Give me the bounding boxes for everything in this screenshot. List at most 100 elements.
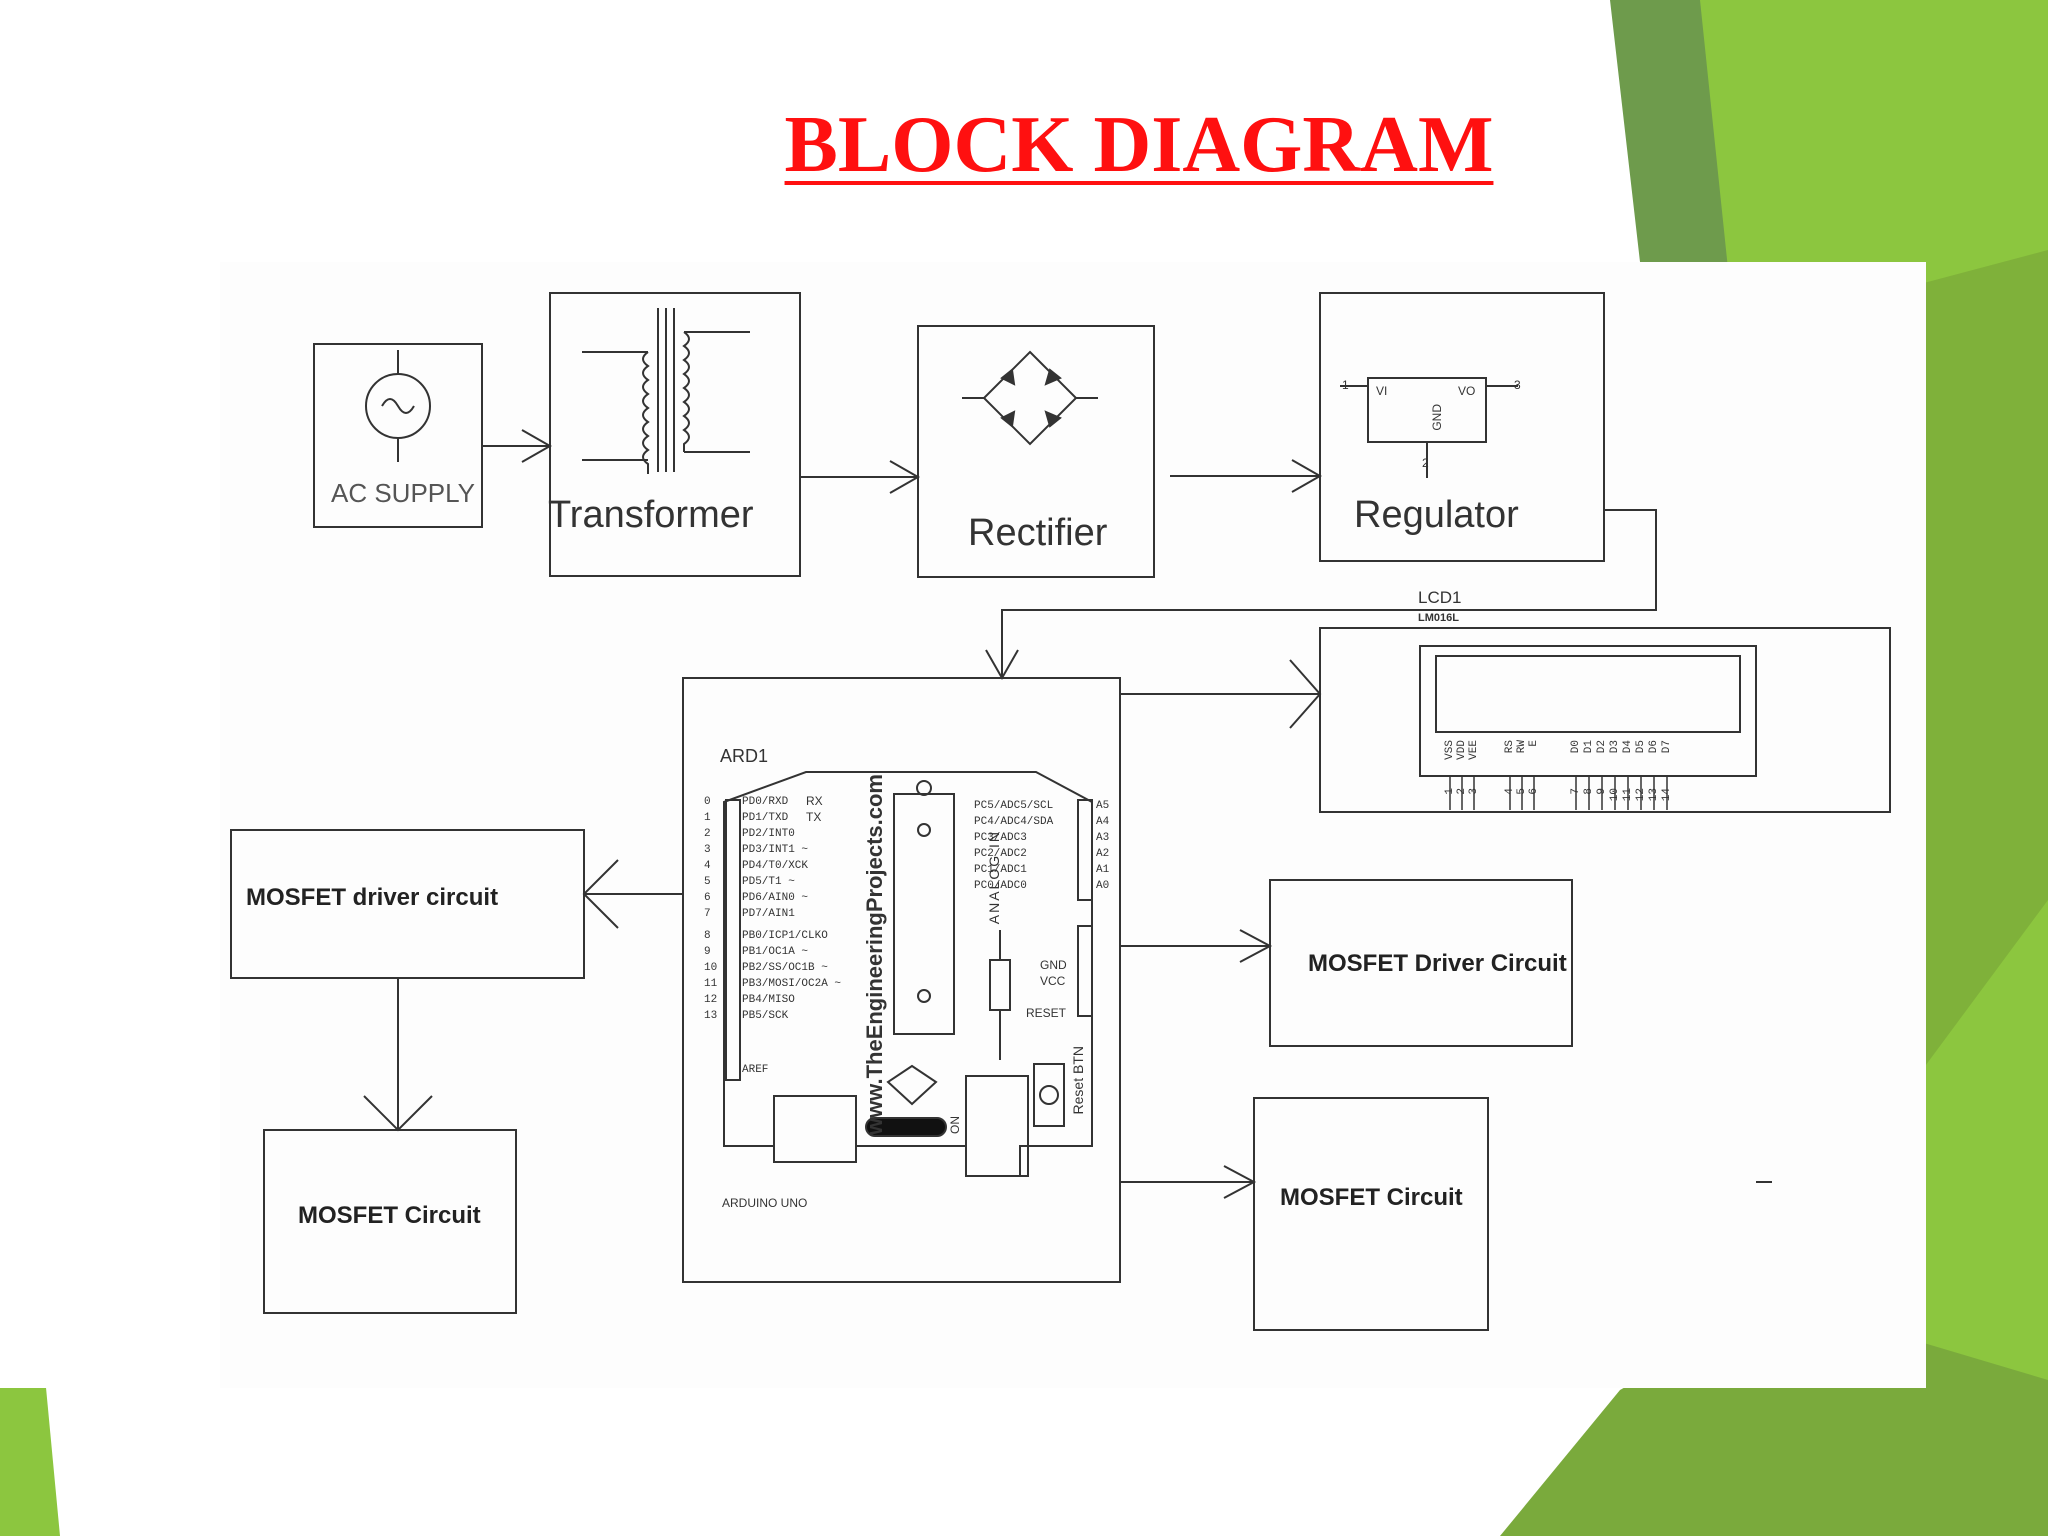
lcd-pin-number: 13 xyxy=(1648,788,1660,802)
arduino-reset: RESET xyxy=(1026,1006,1067,1020)
lcd-pin-name: D5 xyxy=(1635,740,1647,754)
arduino-digital-pin-label: PD6/AIN0 ~ xyxy=(742,892,809,904)
arduino-digital-pin-number: 9 xyxy=(704,946,711,958)
lcd-pin-number: 12 xyxy=(1635,788,1647,802)
rectifier-label: Rectifier xyxy=(968,512,1108,554)
arrow-arduino-to-left-driver xyxy=(582,859,683,929)
arduino-digital-pin-number: 13 xyxy=(704,1010,718,1022)
atmega-chip xyxy=(893,793,955,1035)
rectifier-box xyxy=(917,325,1155,578)
mosfet-circuit-right-box xyxy=(1253,1097,1489,1331)
transformer-box xyxy=(549,292,801,577)
lcd-pin-number: 14 xyxy=(1661,788,1673,802)
lcd-pin-number: 3 xyxy=(1468,788,1480,795)
arduino-analog-pin-label: PC1/ADC1 xyxy=(974,864,1027,876)
arduino-website: www.TheEngineeringProjects.com xyxy=(862,774,887,1136)
bridge-rectifier-icon xyxy=(962,350,1098,446)
arduino-reset-btn: Reset BTN xyxy=(1070,1046,1086,1115)
mosfet-driver-right-label: MOSFET Driver Circuit xyxy=(1308,950,1567,977)
arduino-analog-pin-number: A5 xyxy=(1096,800,1110,812)
arduino-analog-pin-label: PC0/ADC0 xyxy=(974,880,1027,892)
arrow-arduino-to-lcd xyxy=(1120,659,1322,729)
crystal xyxy=(989,959,1011,1011)
mosfet-circuit-left-box xyxy=(263,1129,517,1314)
transformer-label: Transformer xyxy=(548,494,754,536)
arduino-digital-pin-label: PD2/INT0 xyxy=(742,828,795,840)
digital-header xyxy=(725,799,741,1081)
lcd-pin-number: 5 xyxy=(1516,788,1528,795)
arduino-box xyxy=(682,677,1121,1283)
arrow-transformer-to-rectifier xyxy=(800,460,921,494)
arduino-analog-in: ANALOG IN xyxy=(986,830,1002,925)
lcd-pin-number: 11 xyxy=(1622,788,1634,802)
lcd-pin-number: 2 xyxy=(1456,788,1468,795)
mosfet-driver-right-box xyxy=(1269,879,1573,1047)
lcd-pin-number: 6 xyxy=(1528,788,1540,795)
mosfet-circuit-right-label: MOSFET Circuit xyxy=(1280,1184,1463,1211)
reset-button xyxy=(1033,1063,1065,1127)
power-jack xyxy=(965,1075,1029,1177)
arduino-digital-pin-number: 11 xyxy=(704,978,718,990)
lcd-pin-name: D0 xyxy=(1570,740,1582,754)
ac-supply-label: AC SUPPLY xyxy=(331,478,476,508)
lcd-pin-name: RS xyxy=(1504,740,1516,754)
arduino-digital-pin-number: 6 xyxy=(704,892,711,904)
arduino-digital-pin-number: 8 xyxy=(704,930,711,942)
regulator-label: Regulator xyxy=(1354,494,1519,536)
slide-title: BLOCK DIAGRAM xyxy=(784,101,1494,189)
arduino-digital-pin-number: 4 xyxy=(704,860,711,872)
arduino-digital-pin-label: AREF xyxy=(742,1064,769,1076)
arduino-digital-pin-label: PB5/SCK xyxy=(742,1010,789,1022)
arduino-digital-pin-number: 0 xyxy=(704,796,711,808)
arduino-tx: TX xyxy=(806,810,822,824)
arduino-gnd: GND xyxy=(1040,958,1067,972)
arduino-analog-pin-number: A2 xyxy=(1096,848,1110,860)
mosfet-circuit-left-label: MOSFET Circuit xyxy=(298,1202,481,1229)
usb-connector xyxy=(773,1095,857,1163)
lcd-pin-name: D1 xyxy=(1583,740,1595,754)
arduino-digital-pin-number: 1 xyxy=(704,812,711,824)
arrow-rectifier-to-regulator xyxy=(1170,459,1323,493)
lcd-name: LCD1 xyxy=(1418,588,1462,607)
arrow-arduino-to-right-mosfet xyxy=(1120,1165,1257,1199)
arduino-digital-pin-label: PB0/ICP1/CLKO xyxy=(742,930,828,942)
arrow-arduino-to-right-driver xyxy=(1120,929,1273,963)
arduino-vcc: VCC xyxy=(1040,974,1066,988)
arduino-analog-pin-label: PC2/ADC2 xyxy=(974,848,1027,860)
arduino-analog-pin-number: A1 xyxy=(1096,864,1110,876)
lcd-pin-number: 8 xyxy=(1583,788,1595,795)
arduino-digital-pin-label: PB2/SS/OC1B ~ xyxy=(742,962,828,974)
lcd-pin-name: VEE xyxy=(1468,740,1480,760)
lcd-model: LM016L xyxy=(1418,612,1459,624)
arduino-digital-pin-label: PD5/T1 ~ xyxy=(742,876,795,888)
lcd-pin-name: D7 xyxy=(1661,740,1673,754)
lcd-pin-number: 4 xyxy=(1504,788,1516,795)
arrow-ac-to-transformer xyxy=(482,429,553,463)
lcd-pin-number: 7 xyxy=(1570,788,1582,795)
transformer-icon xyxy=(582,308,750,474)
arduino-digital-pin-number: 12 xyxy=(704,994,718,1006)
arduino-board-label: ARDUINO UNO xyxy=(722,1196,808,1210)
arduino-digital-pin-label: PB1/OC1A ~ xyxy=(742,946,809,958)
arduino-analog-pin-label: PC3/ADC3 xyxy=(974,832,1027,844)
ac-supply-box xyxy=(313,343,483,528)
lcd-pin-name: E xyxy=(1528,740,1540,747)
lcd-pin-number: 10 xyxy=(1609,788,1621,802)
lcd-pin-name: D4 xyxy=(1622,740,1634,754)
lcd-pin-number: 1 xyxy=(1444,788,1456,795)
regulator-pin1: 1 xyxy=(1342,378,1349,392)
arduino-digital-pin-number: 7 xyxy=(704,908,711,920)
regulator-pin3: 3 xyxy=(1514,378,1521,392)
arrow-left-driver-to-mosfet xyxy=(363,978,433,1132)
lcd-pin-name: D6 xyxy=(1648,740,1660,754)
arduino-digital-pin-label: PB4/MISO xyxy=(742,994,795,1006)
lcd-pin-name: RW xyxy=(1516,740,1528,754)
mosfet-driver-left-box xyxy=(230,829,585,979)
regulator-box xyxy=(1319,292,1605,562)
analog-header xyxy=(1077,799,1093,901)
smd-chip xyxy=(886,1064,938,1106)
arduino-digital-pin-number: 3 xyxy=(704,844,711,856)
mosfet-driver-left-label: MOSFET driver circuit xyxy=(246,884,499,911)
arduino-digital-pin-label: PD0/RXD xyxy=(742,796,789,808)
